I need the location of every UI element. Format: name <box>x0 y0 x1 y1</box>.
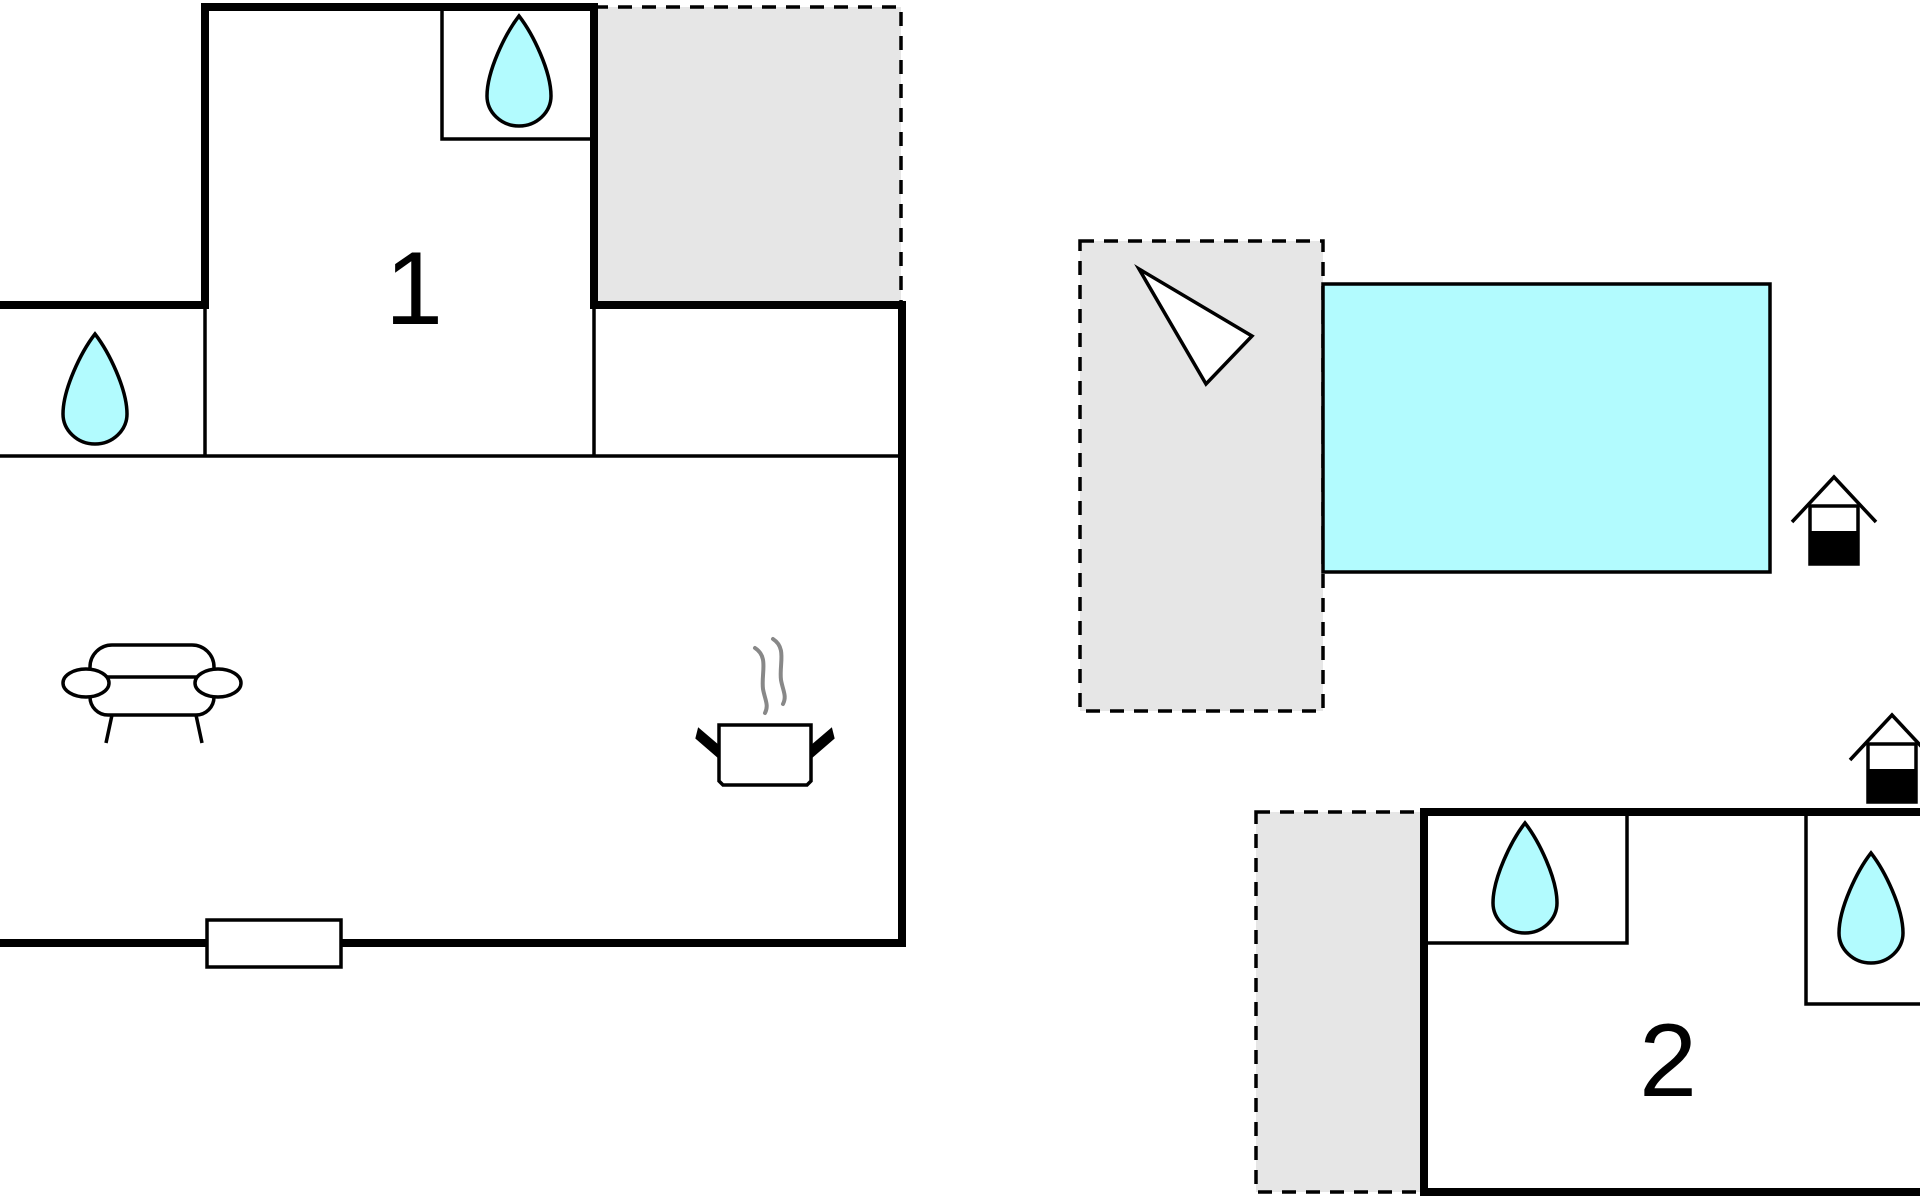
building-1: 1 <box>0 3 906 969</box>
pool-area <box>1078 239 1878 713</box>
water-drop-icon <box>1491 820 1559 935</box>
building-2: 2 <box>1254 712 1920 1196</box>
barbecue-icon <box>1848 712 1920 804</box>
water-drop-icon <box>485 13 553 128</box>
water-drop-icon <box>1837 850 1905 965</box>
room-number-label: 1 <box>385 231 443 347</box>
cooking-pot-icon <box>695 637 835 787</box>
terrace-building-2 <box>1254 810 1424 1194</box>
room-number-label: 2 <box>1639 1003 1697 1119</box>
barbecue-icon <box>1790 474 1878 566</box>
swimming-pool <box>1321 282 1772 574</box>
sofa-icon <box>61 643 243 744</box>
exterior-wall <box>0 3 906 947</box>
terrace-top <box>592 5 903 309</box>
window-icon <box>205 918 343 969</box>
sunbed-icon <box>1134 264 1255 387</box>
exterior-wall <box>1420 808 1920 1196</box>
water-drop-icon <box>61 331 129 446</box>
